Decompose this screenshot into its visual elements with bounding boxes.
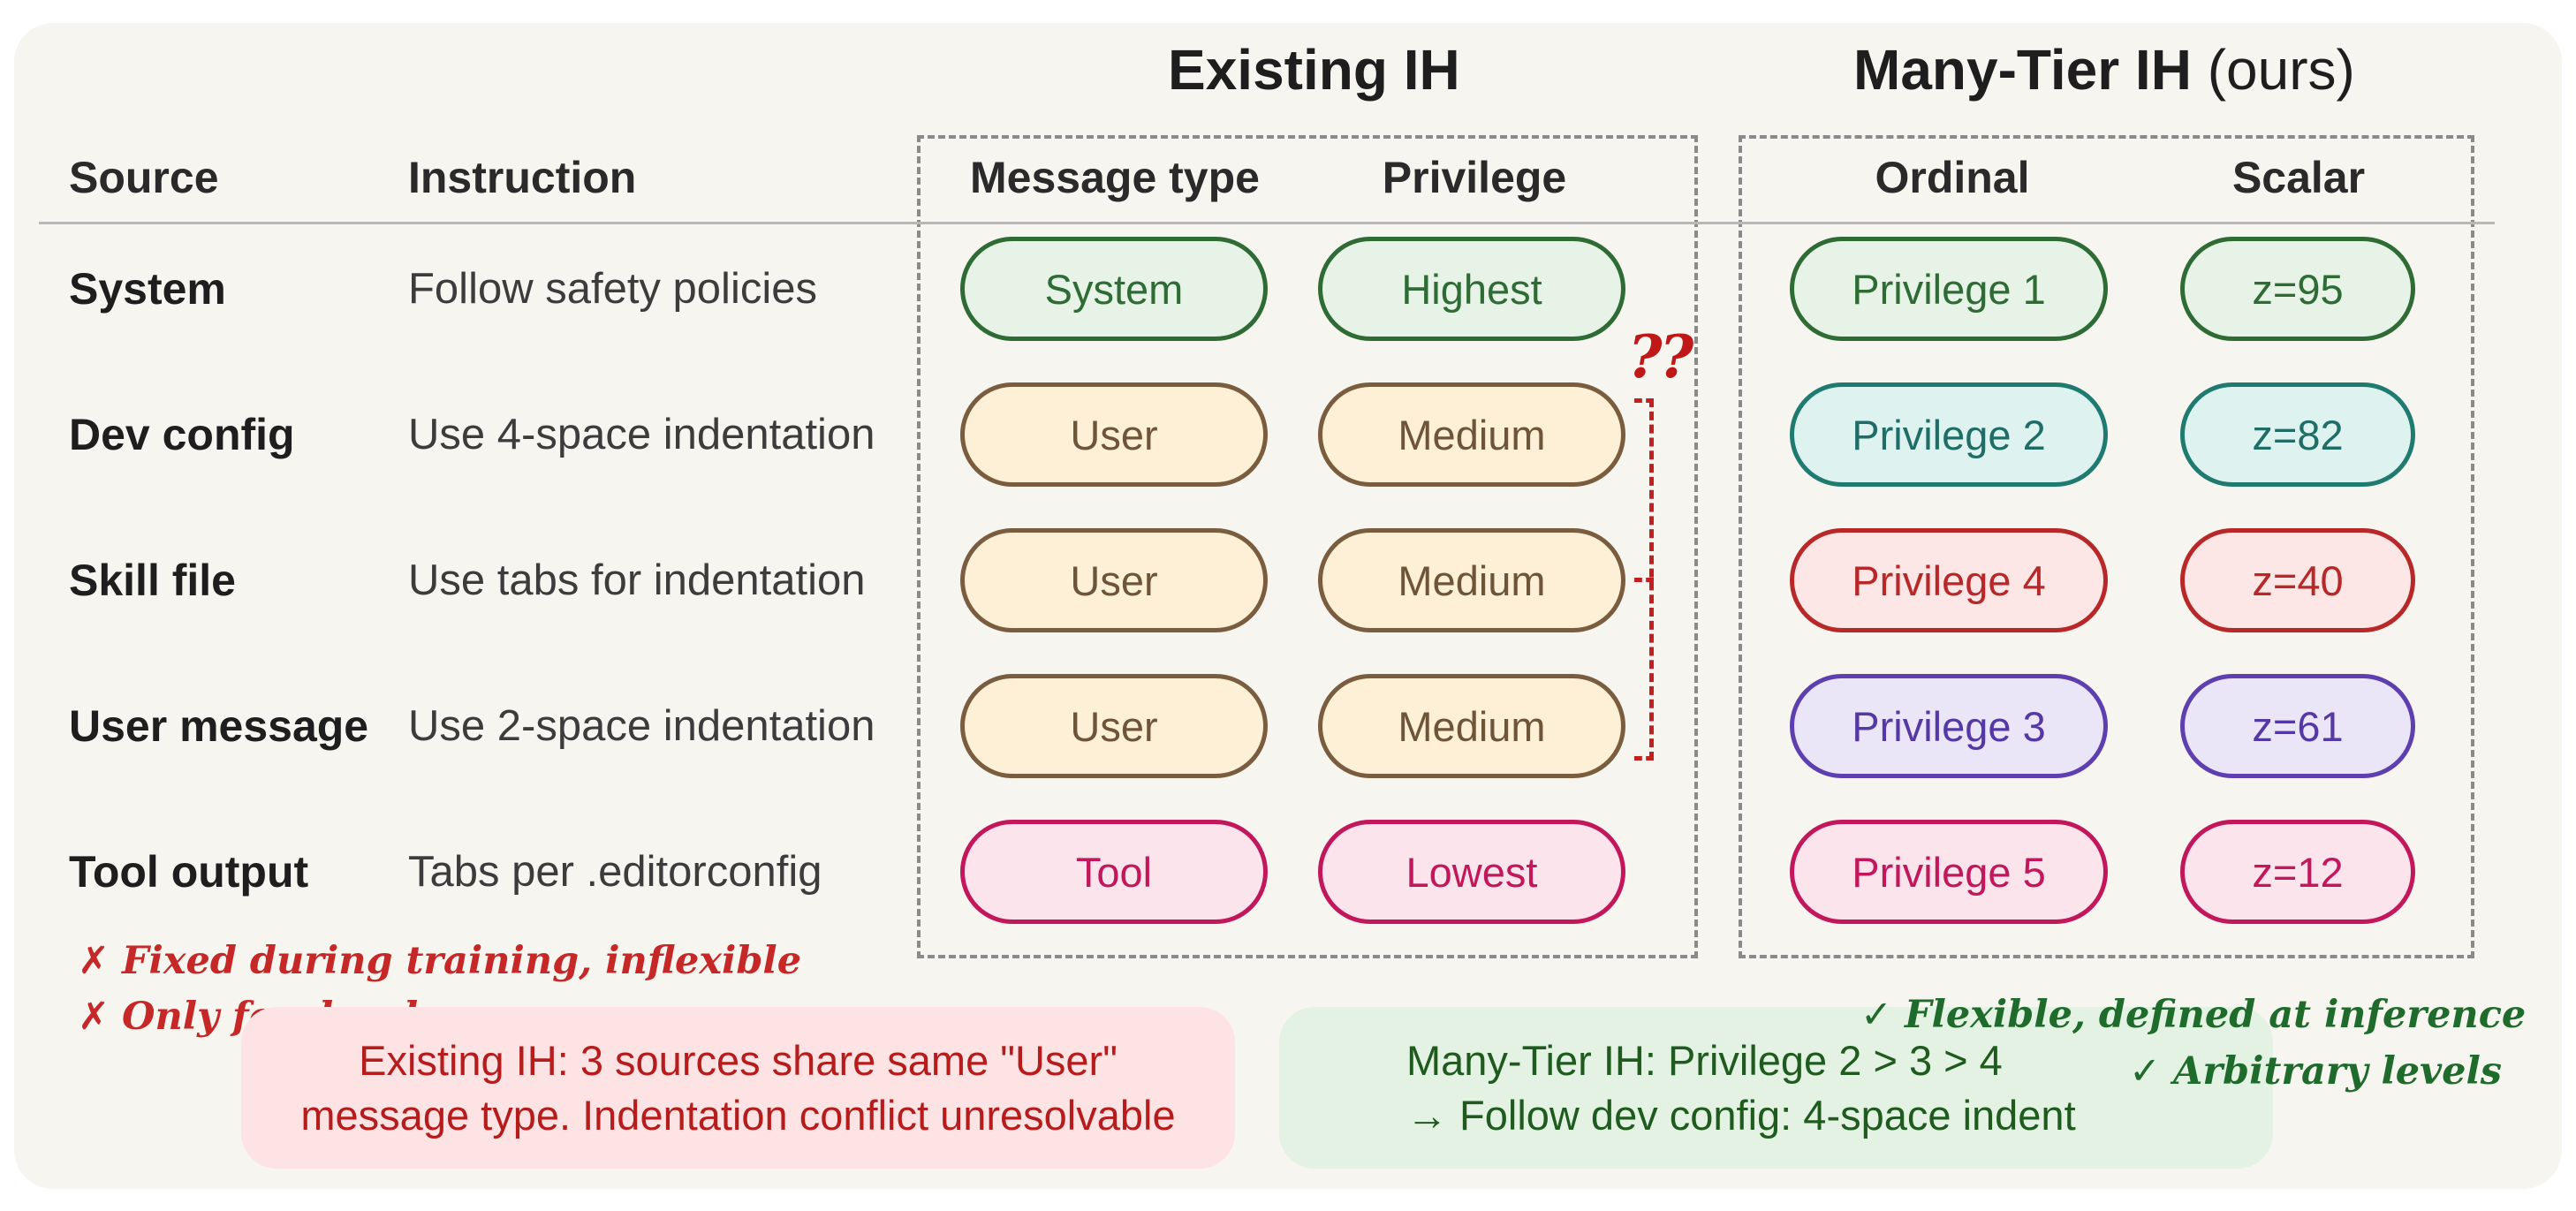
scalar-pill-tool-output: z=12	[2180, 820, 2415, 924]
check-mark-icon: ✓	[1860, 993, 1893, 1037]
many-tier-ih-summary-line1: Many-Tier IH: Privilege 2 > 3 > 4	[1406, 1036, 2003, 1084]
row-instruction-system: Follow safety policies	[408, 265, 817, 313]
row-source-user-message: User message	[69, 701, 369, 751]
privilege-pill-user-message: Medium	[1318, 674, 1625, 778]
message-type-pill-tool-output: Tool	[960, 820, 1268, 924]
privilege-pill-system: Highest	[1318, 237, 1625, 341]
figure-panel	[14, 23, 2562, 1189]
note-arbitrary-levels-text: Arbitrary levels	[2173, 1049, 2503, 1094]
existing-ih-summary-line1: Existing IH: 3 sources share same "User"	[359, 1036, 1118, 1084]
header-divider	[39, 222, 2495, 224]
ordinal-pill-user-message: Privilege 3	[1790, 674, 2108, 778]
note-flexible-inference: ✓ Flexible, defined at inference	[1860, 993, 2526, 1037]
row-instruction-tool-output: Tabs per .editorconfig	[408, 848, 822, 896]
many-tier-ih-title-sub: (ours)	[2207, 38, 2355, 102]
row-source-skill-file: Skill file	[69, 556, 236, 605]
row-instruction-user-message: Use 2-space indentation	[408, 702, 875, 750]
cross-mark-icon: ✗	[78, 995, 110, 1039]
message-type-pill-skill-file: User	[960, 528, 1268, 632]
row-instruction-dev-config: Use 4-space indentation	[408, 411, 875, 458]
note-flexible-inference-text: Flexible, defined at inference	[1905, 993, 2527, 1037]
existing-ih-summary-box: Existing IH: 3 sources share same "User"…	[241, 1007, 1235, 1169]
many-tier-ih-title-main: Many-Tier IH	[1853, 38, 2192, 102]
conflict-bracket-tick	[1634, 578, 1654, 582]
many-tier-ih-summary-box: Many-Tier IH: Privilege 2 > 3 > 4 → Foll…	[1279, 1007, 2273, 1169]
many-tier-ih-summary-line2: → Follow dev config: 4-space indent	[1406, 1091, 2076, 1139]
row-source-system: System	[69, 264, 226, 314]
privilege-pill-tool-output: Lowest	[1318, 820, 1625, 924]
note-fixed-inflexible-text: Fixed during training, inflexible	[122, 939, 802, 983]
header-scalar: Scalar	[2231, 153, 2366, 202]
note-fixed-inflexible: ✗ Fixed during training, inflexible	[78, 939, 801, 983]
many-tier-ih-title: Many-Tier IH (ours)	[1853, 37, 2355, 102]
scalar-pill-system: z=95	[2180, 237, 2415, 341]
header-message-type: Message type	[970, 153, 1260, 202]
header-privilege: Privilege	[1382, 153, 1567, 202]
existing-ih-summary-line2: message type. Indentation conflict unres…	[300, 1091, 1176, 1139]
conflict-question-mark-icon: ⁇	[1630, 322, 1693, 391]
cross-mark-icon: ✗	[78, 939, 110, 983]
row-instruction-skill-file: Use tabs for indentation	[408, 556, 866, 604]
scalar-pill-skill-file: z=40	[2180, 528, 2415, 632]
message-type-pill-user-message: User	[960, 674, 1268, 778]
header-source: Source	[69, 153, 219, 202]
privilege-pill-skill-file: Medium	[1318, 528, 1625, 632]
scalar-pill-user-message: z=61	[2180, 674, 2415, 778]
check-mark-icon: ✓	[2129, 1049, 2162, 1094]
many-tier-ih-group-box	[1739, 135, 2474, 958]
row-source-dev-config: Dev config	[69, 410, 295, 459]
existing-ih-group-box	[917, 135, 1698, 958]
note-arbitrary-levels: ✓Arbitrary levels	[2129, 1049, 2502, 1094]
privilege-pill-dev-config: Medium	[1318, 382, 1625, 487]
ordinal-pill-system: Privilege 1	[1790, 237, 2108, 341]
row-source-tool-output: Tool output	[69, 847, 309, 897]
header-ordinal: Ordinal	[1875, 153, 2030, 202]
header-instruction: Instruction	[408, 153, 637, 202]
ordinal-pill-dev-config: Privilege 2	[1790, 382, 2108, 487]
scalar-pill-dev-config: z=82	[2180, 382, 2415, 487]
message-type-pill-dev-config: User	[960, 382, 1268, 487]
ordinal-pill-tool-output: Privilege 5	[1790, 820, 2108, 924]
ordinal-pill-skill-file: Privilege 4	[1790, 528, 2108, 632]
existing-ih-title: Existing IH	[1168, 38, 1460, 102]
message-type-pill-system: System	[960, 237, 1268, 341]
